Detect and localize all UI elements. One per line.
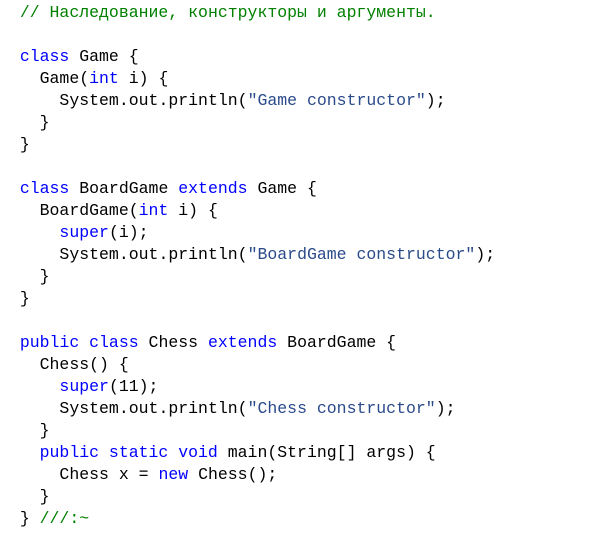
code-indent <box>0 333 20 352</box>
code-line: } <box>0 420 495 442</box>
code-keyword: new <box>158 465 189 484</box>
code-indent <box>0 3 20 22</box>
code-comment: // Наследование, конструкторы и аргумент… <box>19 3 436 22</box>
code-indent <box>0 245 59 264</box>
code-keyword: public static void <box>39 443 218 462</box>
code-plain: Chess() { <box>39 355 129 374</box>
code-plain: ); <box>425 91 446 110</box>
code-comment: ///:~ <box>39 509 90 528</box>
code-line: } ///:~ <box>0 508 495 530</box>
code-line: System.out.println("Chess constructor"); <box>0 398 495 420</box>
code-indent <box>0 355 40 374</box>
code-line: public static void main(String[] args) { <box>0 442 495 464</box>
code-indent <box>0 377 59 396</box>
code-plain: Chess x = <box>59 465 159 484</box>
code-line: super(i); <box>0 222 495 244</box>
code-indent <box>0 509 20 528</box>
code-plain: BoardGame( <box>39 201 139 220</box>
code-plain: System.out.println( <box>59 91 248 110</box>
code-line <box>0 156 495 178</box>
code-plain: } <box>39 487 50 506</box>
code-plain: Game { <box>247 179 317 198</box>
code-indent <box>0 421 40 440</box>
code-line: class Game { <box>0 46 495 68</box>
code-line: BoardGame(int i) { <box>0 200 495 222</box>
code-line: } <box>0 288 495 310</box>
code-plain: BoardGame { <box>277 333 397 352</box>
code-indent <box>0 69 40 88</box>
code-indent <box>0 465 59 484</box>
code-indent <box>0 267 40 286</box>
code-line: class BoardGame extends Game { <box>0 178 495 200</box>
code-line: Chess x = new Chess(); <box>0 464 495 486</box>
code-plain: } <box>39 113 50 132</box>
code-keyword: int <box>89 69 119 88</box>
code-line: System.out.println("BoardGame constructo… <box>0 244 495 266</box>
code-line <box>0 310 495 332</box>
code-keyword: public class <box>19 333 139 352</box>
code-indent <box>0 399 59 418</box>
code-line: // Наследование, конструкторы и аргумент… <box>0 2 495 24</box>
code-plain: } <box>19 135 30 154</box>
code-plain: System.out.println( <box>59 399 248 418</box>
code-line: super(11); <box>0 376 495 398</box>
code-indent <box>0 179 20 198</box>
code-plain: } <box>19 289 30 308</box>
code-plain: Chess <box>138 333 208 352</box>
code-string: "Chess constructor" <box>247 399 436 418</box>
code-line: System.out.println("Game constructor"); <box>0 90 495 112</box>
code-keyword: class <box>19 179 70 198</box>
code-plain: } <box>39 267 50 286</box>
code-plain: (11); <box>108 377 159 396</box>
code-plain: BoardGame <box>69 179 179 198</box>
code-line: Chess() { <box>0 354 495 376</box>
code-line: } <box>0 266 495 288</box>
code-plain: System.out.println( <box>59 245 248 264</box>
code-line: } <box>0 486 495 508</box>
code-keyword: extends <box>178 179 248 198</box>
code-indent <box>0 223 59 242</box>
code-indent <box>0 135 20 154</box>
code-plain: i) { <box>118 69 169 88</box>
code-indent <box>0 47 20 66</box>
code-line: } <box>0 134 495 156</box>
code-line: Game(int i) { <box>0 68 495 90</box>
code-string: "BoardGame constructor" <box>247 245 476 264</box>
code-plain: i) { <box>168 201 218 220</box>
code-keyword: super <box>59 377 109 396</box>
code-string: "Game constructor" <box>247 91 426 110</box>
code-plain: (i); <box>108 223 149 242</box>
code-line <box>0 24 495 46</box>
code-keyword: int <box>138 201 169 220</box>
code-keyword: class <box>19 47 70 66</box>
code-plain: ); <box>475 245 496 264</box>
code-keyword: extends <box>207 333 278 352</box>
code-line: } <box>0 112 495 134</box>
code-plain: } <box>39 421 50 440</box>
code-indent <box>0 289 20 308</box>
code-listing: // Наследование, конструкторы и аргумент… <box>0 2 495 530</box>
code-plain: ); <box>435 399 456 418</box>
code-plain: main(String[] args) { <box>217 443 436 462</box>
code-plain: Chess(); <box>188 465 278 484</box>
code-plain: } <box>19 509 40 528</box>
code-line: public class Chess extends BoardGame { <box>0 332 495 354</box>
code-plain: Game { <box>69 47 139 66</box>
code-indent <box>0 443 40 462</box>
code-indent <box>0 113 40 132</box>
code-keyword: super <box>59 223 109 242</box>
code-indent <box>0 487 40 506</box>
code-plain: Game( <box>39 69 90 88</box>
code-indent <box>0 201 40 220</box>
code-indent <box>0 91 59 110</box>
